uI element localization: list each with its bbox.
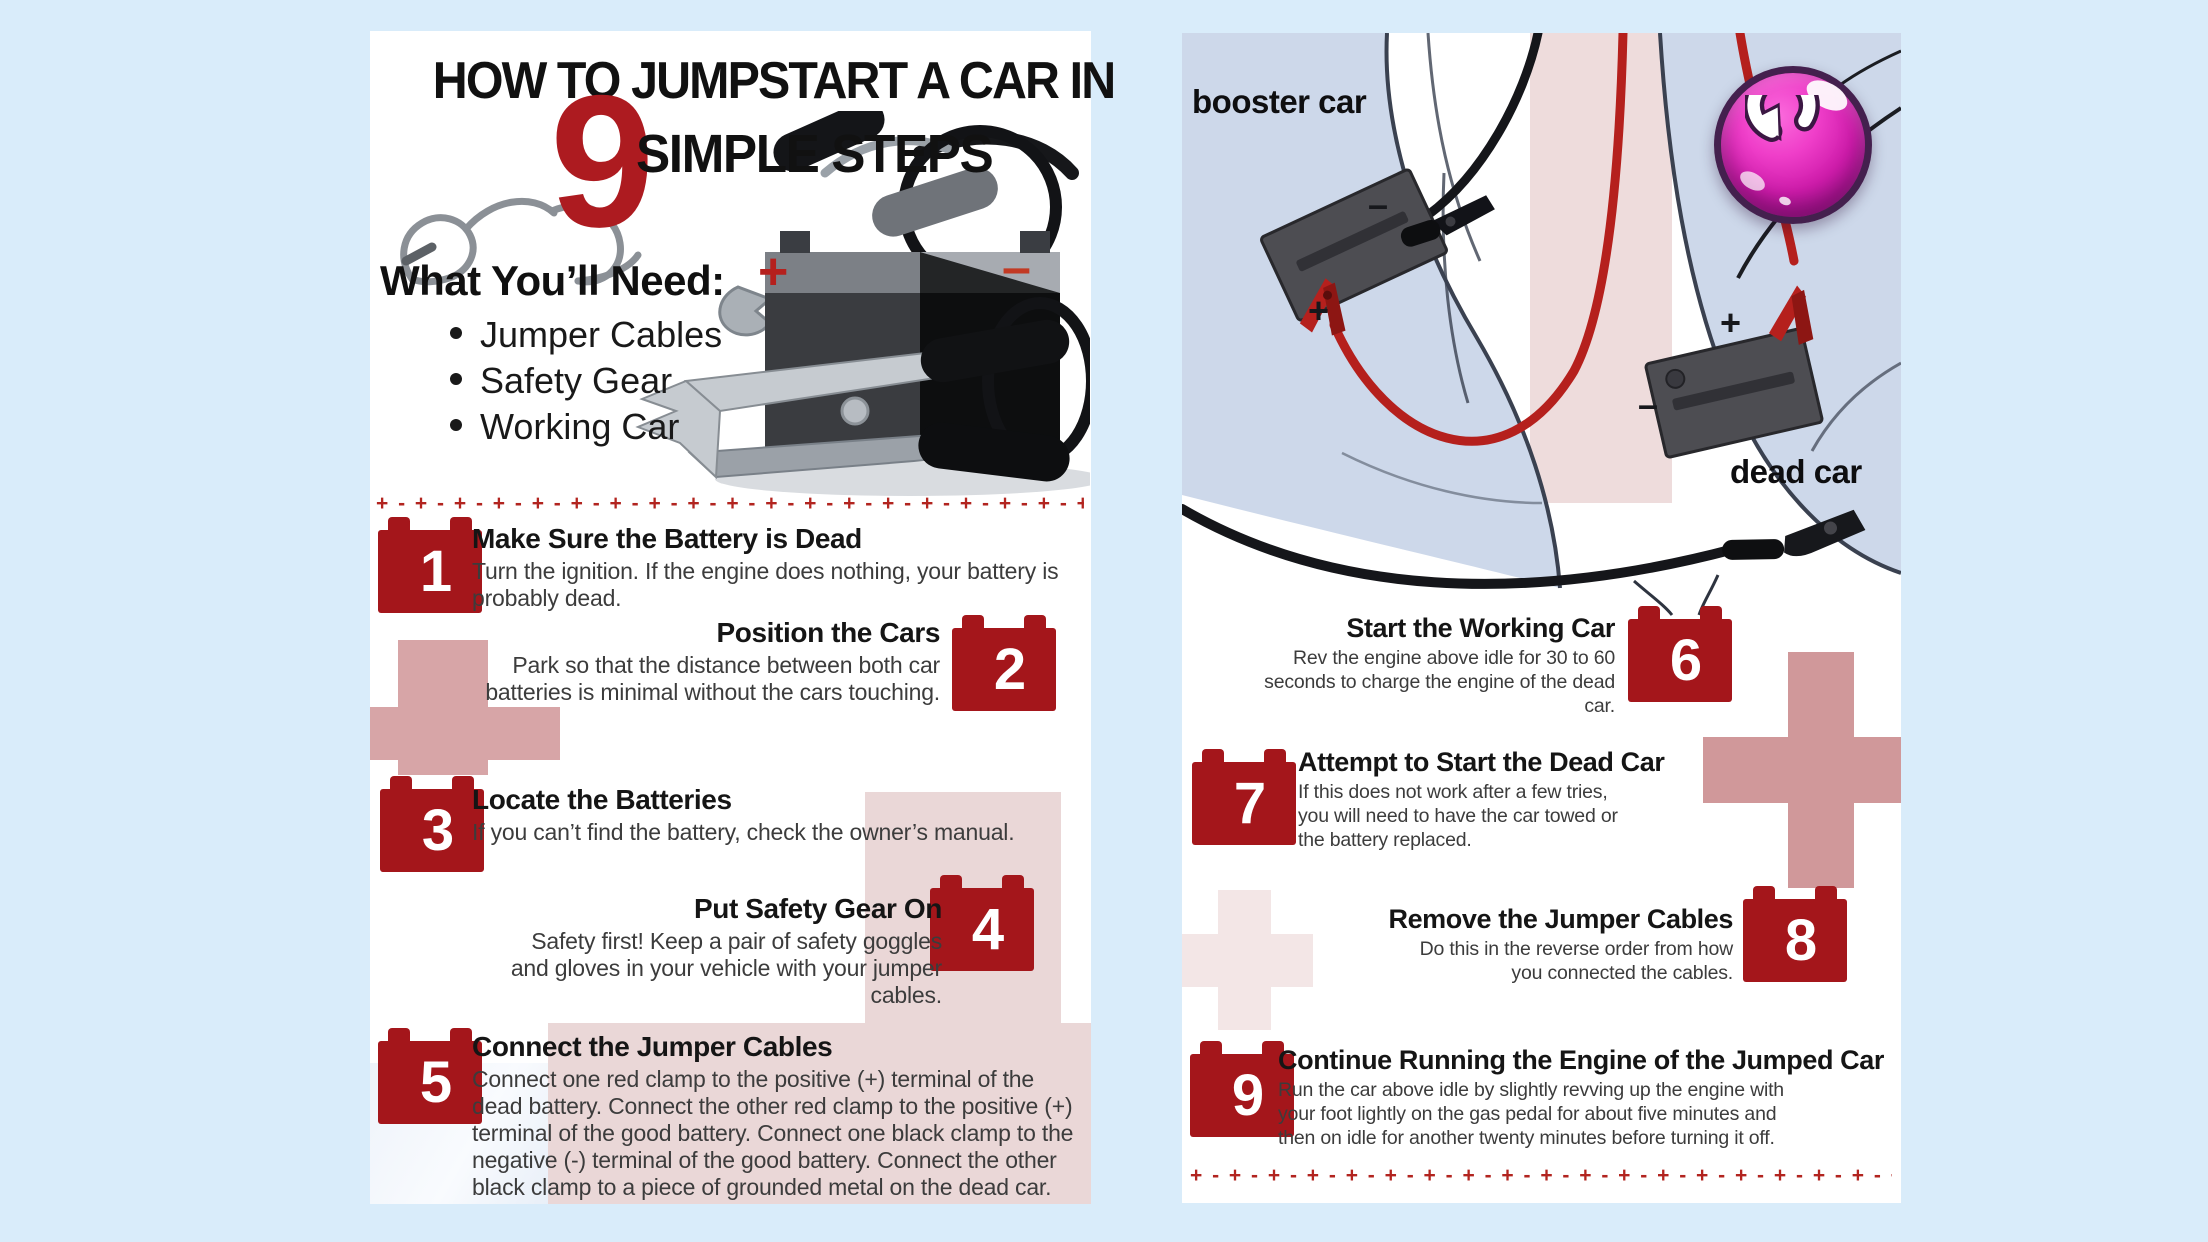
step-1-number: 1 <box>419 539 453 604</box>
step-4-number: 4 <box>971 897 1005 962</box>
dead-battery <box>1644 327 1824 459</box>
step-2-battery-icon: 2 <box>952 615 1056 711</box>
infographic-right-page: – + + – booster car <box>1182 33 1901 1203</box>
black-cable <box>1423 33 1543 220</box>
step-3-desc: If you can’t find the battery, check the… <box>472 819 1015 845</box>
bullet-icon <box>450 327 462 340</box>
step-8-battery-icon: 8 <box>1743 886 1847 982</box>
step-7-battery-icon: 7 <box>1192 749 1296 845</box>
step-8-desc: Do this in the reverse order from how yo… <box>1419 938 1734 984</box>
step-1-title: Make Sure the Battery is Dead <box>472 523 862 554</box>
page-title-line-2: SIMPLE STEPS <box>636 124 994 184</box>
step-3: Locate the Batteries If you can’t find t… <box>472 784 1112 846</box>
step-8-number: 8 <box>1784 908 1818 973</box>
step-3-battery-icon: 3 <box>380 776 484 872</box>
step-5-number: 5 <box>419 1050 453 1115</box>
red-cable <box>1329 33 1628 446</box>
step-5: Connect the Jumper Cables Connect one re… <box>472 1031 1112 1201</box>
big-number-nine: 9 <box>550 56 655 266</box>
step-8: Remove the Jumper Cables Do this in the … <box>1303 904 1733 986</box>
step-6-number: 6 <box>1669 628 1703 693</box>
step-7-desc: If this does not work after a few tries,… <box>1298 781 1618 851</box>
divider-dotted-line-bottom: + - + - + - + - + - + - + - + - + - + - … <box>1190 1165 1892 1186</box>
step-9-title: Continue Running the Engine of the Jumpe… <box>1278 1045 1884 1075</box>
step-7: Attempt to Start the Dead Car If this do… <box>1298 747 1858 852</box>
step-1-battery-icon: 1 <box>378 517 482 613</box>
needs-item-jumper-cables: Jumper Cables <box>450 314 722 356</box>
pink-cross-right-vertical <box>1788 652 1854 888</box>
step-9-number: 9 <box>1231 1063 1265 1128</box>
step-3-title: Locate the Batteries <box>472 784 732 815</box>
step-2-title: Position the Cars <box>716 617 941 648</box>
step-4-desc: Safety first! Keep a pair of safety gogg… <box>510 928 942 1008</box>
step-9-desc: Run the car above idle by slightly revvi… <box>1278 1079 1784 1149</box>
bullet-icon <box>450 419 462 432</box>
step-5-desc: Connect one red clamp to the positive (+… <box>472 1066 1074 1200</box>
step-6-title: Start the Working Car <box>1346 613 1615 643</box>
red-clamp-dead <box>1768 285 1814 345</box>
step-5-battery-icon: 5 <box>378 1028 482 1124</box>
step-6-battery-icon: 6 <box>1628 606 1732 702</box>
step-4-title: Put Safety Gear On <box>694 893 942 924</box>
pink-cross-left-horizontal <box>370 707 560 760</box>
dead-minus-sign: – <box>1638 384 1658 425</box>
step-1: Make Sure the Battery is Dead Turn the i… <box>472 523 1092 612</box>
needs-item-safety-gear: Safety Gear <box>450 360 672 402</box>
pale-cross-horizontal <box>1182 934 1313 987</box>
step-2-number: 2 <box>993 637 1027 702</box>
step-3-number: 3 <box>421 798 455 863</box>
step-2-desc: Park so that the distance between both c… <box>485 652 940 705</box>
needs-item-working-car: Working Car <box>450 406 679 448</box>
booster-minus-sign: – <box>1368 184 1388 225</box>
step-6: Start the Working Car Rev the engine abo… <box>1182 613 1615 718</box>
divider-dotted-line: + - + - + - + - + - + - + - + - + - + - … <box>376 493 1084 514</box>
booster-car-label: booster car <box>1192 83 1367 120</box>
restart-button[interactable] <box>1714 66 1872 224</box>
dead-car-label: dead car <box>1730 453 1862 490</box>
black-clamp-booster <box>1400 195 1495 247</box>
infographic-left-page: + – HOW TO JUMPSTART A CAR IN 9 SIMPLE S… <box>370 31 1116 1204</box>
step-7-number: 7 <box>1233 771 1267 836</box>
pink-rect-background <box>548 1023 1091 1204</box>
black-clamp-loose <box>1722 509 1866 560</box>
gloss-highlight <box>1777 195 1793 207</box>
battery-illustration: + – <box>635 111 1090 496</box>
booster-plus-sign: + <box>1308 290 1329 331</box>
step-7-title: Attempt to Start the Dead Car <box>1298 747 1665 777</box>
step-5-title: Connect the Jumper Cables <box>472 1031 833 1062</box>
battery-plus-sign: + <box>758 243 788 301</box>
step-4: Put Safety Gear On Safety first! Keep a … <box>492 893 943 1009</box>
step-4-battery-icon: 4 <box>930 875 1034 971</box>
step-9-battery-icon: 9 <box>1190 1041 1294 1137</box>
step-1-desc: Turn the ignition. If the engine does no… <box>472 558 1059 611</box>
step-9: Continue Running the Engine of the Jumpe… <box>1278 1045 1898 1150</box>
step-6-desc: Rev the engine above idle for 30 to 60 s… <box>1264 647 1615 717</box>
battery-minus-sign: – <box>1002 239 1031 297</box>
step-8-title: Remove the Jumper Cables <box>1388 904 1733 934</box>
needs-heading: What You’ll Need: <box>380 257 725 304</box>
page-title-line-1: HOW TO JUMPSTART A CAR IN <box>432 52 1116 110</box>
dead-plus-sign: + <box>1720 302 1741 343</box>
red-clamp-booster <box>1299 278 1346 336</box>
step-2: Position the Cars Park so that the dista… <box>480 617 940 706</box>
booster-battery <box>1260 168 1448 322</box>
cable-clamp-doodle-icon <box>400 197 642 286</box>
undo-arrow-icon <box>1745 95 1820 143</box>
bullet-icon <box>450 373 462 386</box>
